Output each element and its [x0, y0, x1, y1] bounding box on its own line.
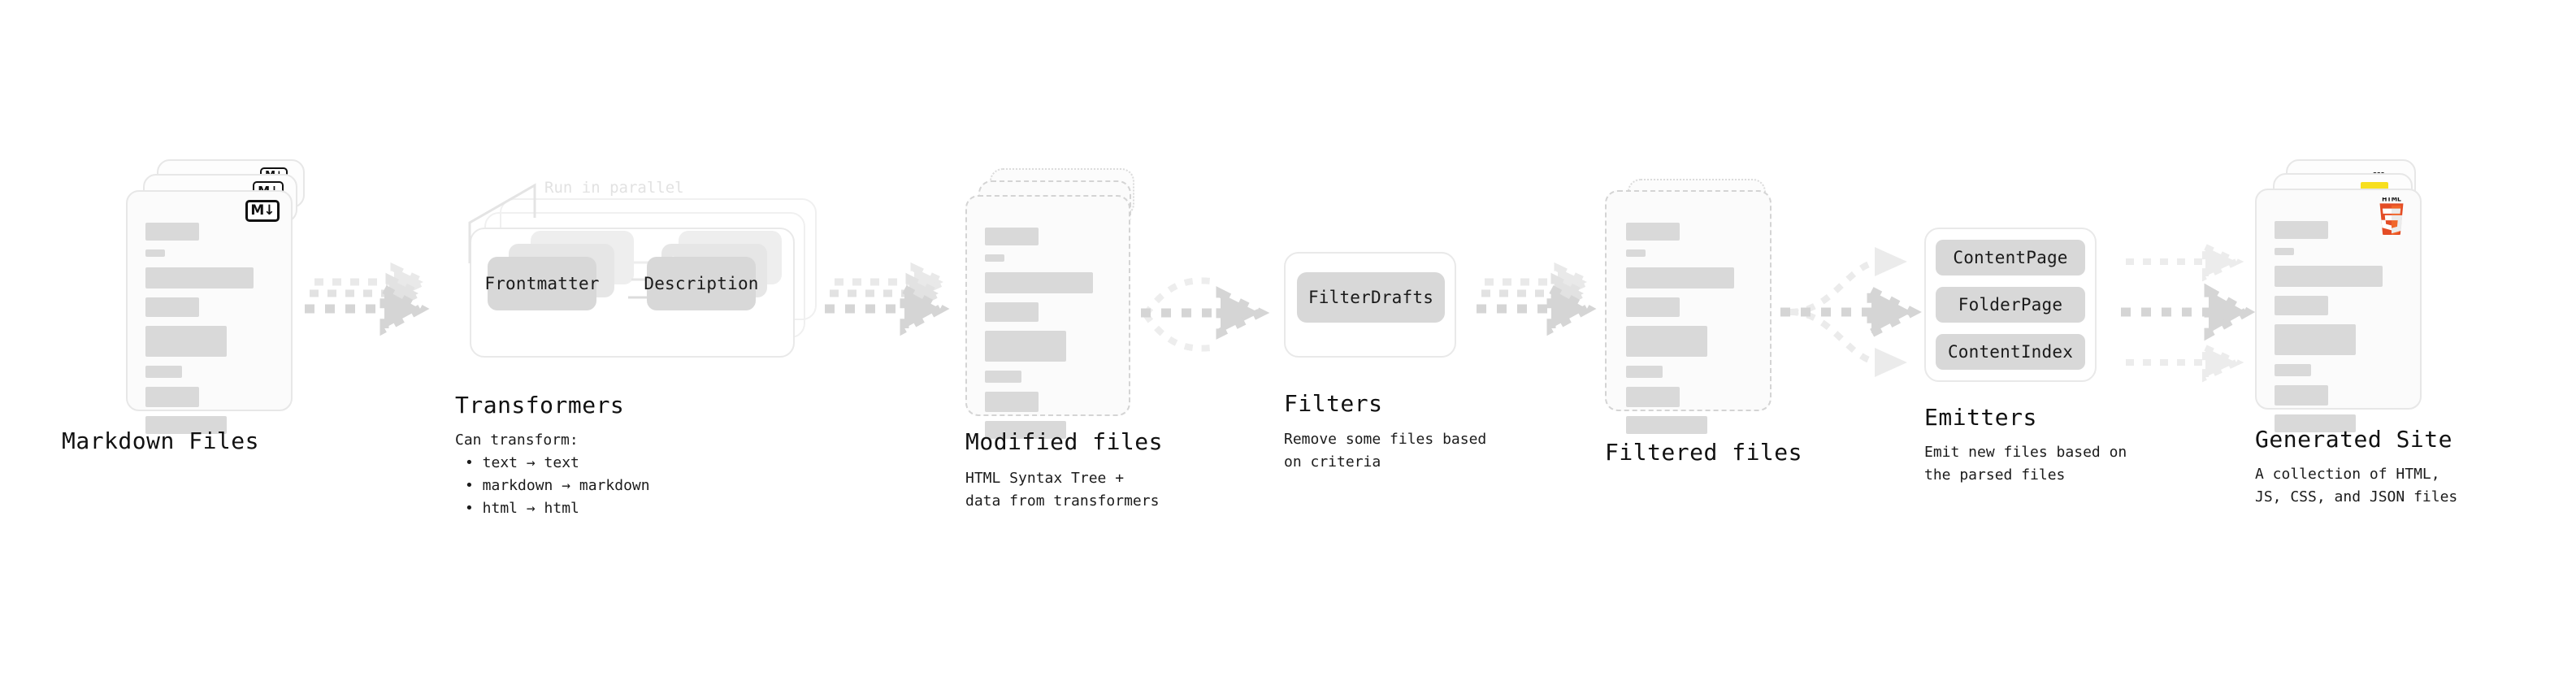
transformers-bullet-2: • html → html [465, 500, 579, 517]
run-in-parallel-label: Run in parallel [544, 179, 684, 197]
content-bar [1626, 249, 1646, 257]
node-frontmatter[interactable]: Frontmatter [484, 257, 599, 310]
connector-md-to-transformers [305, 262, 432, 336]
markdown-files-title: Markdown Files [62, 427, 260, 454]
generated-site-stack: CSS HTML [2255, 159, 2442, 432]
transformers-title: Transformers [455, 392, 625, 419]
content-bar [145, 326, 227, 357]
filters-group: FilterDrafts [1284, 252, 1471, 358]
transformers-bullet-0: • text → text [465, 454, 579, 471]
connector-filtered-to-emitters [1780, 247, 1922, 377]
run-in-parallel-bracket [468, 183, 536, 263]
transformers-description: Can transform: [455, 432, 579, 449]
content-bar [1626, 297, 1680, 317]
connector-emitters-to-site [2121, 241, 2256, 383]
content-bar [985, 302, 1039, 322]
content-bar [985, 272, 1093, 293]
markdown-badge-letter-3: M [250, 202, 264, 219]
modified-card-lines [985, 228, 1115, 448]
content-bar [1626, 387, 1680, 407]
transformers-group: Run in parallel Frontmatter Description [455, 179, 829, 385]
markdown-badge-front: M↓ [245, 200, 280, 222]
node-description[interactable]: Description [644, 257, 758, 310]
content-bar [145, 387, 199, 407]
content-bar [1626, 326, 1707, 357]
content-bar [985, 392, 1039, 412]
emitters-title: Emitters [1924, 404, 2037, 431]
connector-transformers-to-modified [825, 262, 952, 336]
content-bar [2275, 248, 2294, 255]
markdown-files-stack: M↓ M↓ M↓ [126, 159, 305, 434]
content-bar [2275, 324, 2356, 355]
content-bar [985, 421, 1066, 439]
content-bar [145, 416, 227, 434]
node-contentpage[interactable]: ContentPage [1936, 240, 2085, 275]
node-folderpage[interactable]: FolderPage [1936, 287, 2085, 323]
content-bar [985, 371, 1021, 383]
modified-files-title: Modified files [965, 428, 1164, 455]
filtered-files-stack [1605, 179, 1784, 434]
filtered-card-lines [1626, 223, 1756, 443]
content-bar [2275, 266, 2383, 287]
generated-site-title: Generated Site [2255, 426, 2453, 453]
html5-svg: HTML [2379, 195, 2404, 237]
node-contentindex[interactable]: ContentIndex [1936, 334, 2085, 370]
content-bar [2275, 364, 2311, 376]
markdown-card-lines [145, 223, 275, 443]
emitters-group: ContentPage FolderPage ContentIndex [1924, 228, 2111, 390]
svg-text:HTML: HTML [2382, 197, 2401, 202]
connector-filters-to-filtered [1477, 262, 1597, 336]
content-bar [985, 254, 1004, 262]
emitters-description: Emit new files based on the parsed files [1924, 444, 2127, 484]
content-bar [145, 267, 254, 288]
content-bar [985, 228, 1039, 245]
content-bar [2275, 385, 2328, 406]
transformers-bullet-1: • markdown → markdown [465, 477, 650, 494]
content-bar [1626, 267, 1734, 288]
content-bar [1626, 366, 1663, 378]
modified-files-description: HTML Syntax Tree + data from transformer… [965, 470, 1160, 510]
html5-icon: HTML [2375, 195, 2408, 237]
content-bar [2275, 296, 2328, 315]
modified-files-stack [965, 168, 1144, 439]
content-bar [145, 249, 165, 257]
filters-title: Filters [1284, 390, 1383, 417]
content-bar [2275, 221, 2328, 239]
content-bar [2275, 414, 2356, 432]
content-bar [145, 366, 182, 378]
content-bar [145, 223, 199, 241]
content-bar [1626, 416, 1707, 434]
content-bar [1626, 223, 1680, 241]
filters-description: Remove some files based on criteria [1284, 431, 1487, 471]
content-bar [985, 331, 1066, 362]
site-card-lines [2275, 221, 2405, 441]
connector-modified-to-filters [1141, 277, 1270, 352]
node-filterdrafts[interactable]: FilterDrafts [1297, 272, 1445, 323]
filtered-files-title: Filtered files [1605, 439, 1803, 466]
content-bar [145, 297, 199, 317]
generated-site-description: A collection of HTML, JS, CSS, and JSON … [2255, 466, 2458, 505]
